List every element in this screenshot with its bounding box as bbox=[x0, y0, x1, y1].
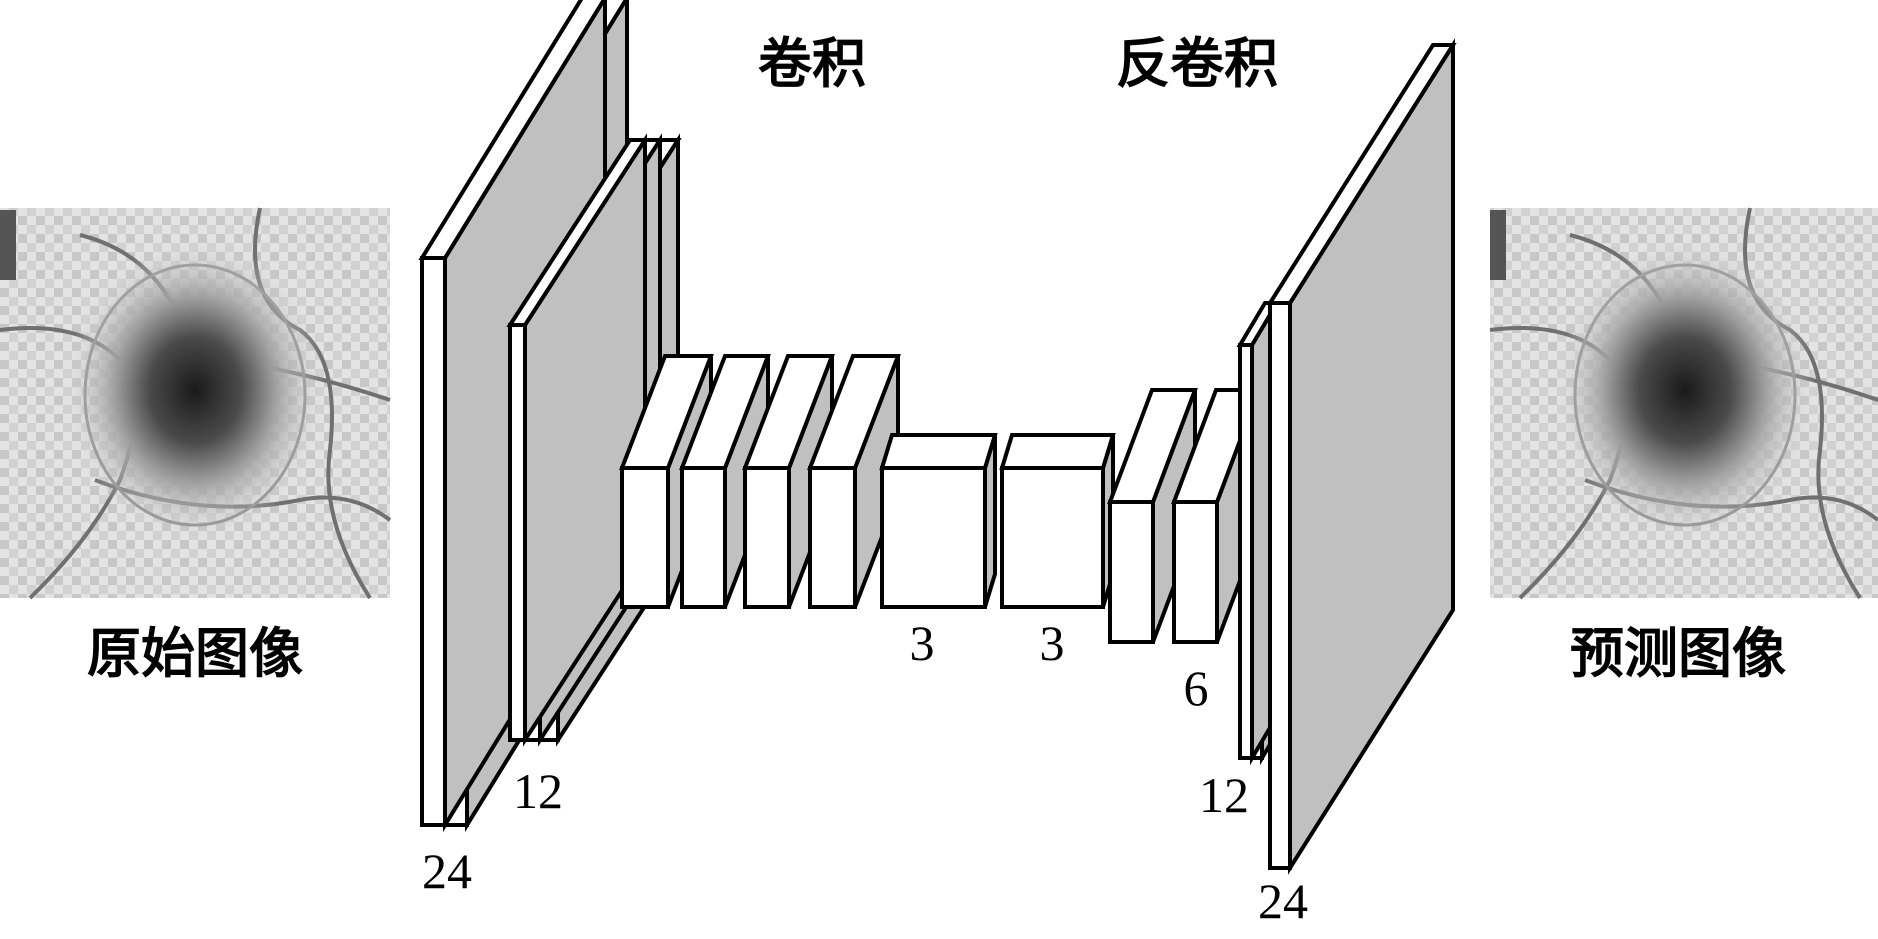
enc6-block-4-front bbox=[808, 466, 857, 609]
dec6-block-1-front bbox=[1108, 500, 1155, 644]
output-caption: 预测图像 bbox=[1570, 622, 1786, 685]
dim-label-mid-3a: 3 bbox=[910, 615, 935, 671]
dim-label-enc-24: 24 bbox=[422, 843, 472, 899]
layer-blocks bbox=[418, 0, 1457, 875]
enc24-slab-a-front bbox=[420, 256, 447, 827]
dim-label-dec-24: 24 bbox=[1258, 873, 1308, 929]
dim-label-mid-3b: 3 bbox=[1040, 615, 1065, 671]
enc6-block-2-front bbox=[680, 466, 727, 609]
mid3-block-2-top bbox=[999, 433, 1116, 470]
dec6-block-2-front bbox=[1172, 500, 1219, 644]
mid3-block-1-front bbox=[880, 466, 987, 609]
dim-label-enc-12: 12 bbox=[513, 763, 563, 819]
input-caption: 原始图像 bbox=[87, 622, 303, 685]
enc6-block-3-front bbox=[743, 466, 791, 609]
output-map-image bbox=[1489, 207, 1878, 600]
dim-label-dec-6: 6 bbox=[1184, 660, 1209, 716]
deconv-header: 反卷积 bbox=[1116, 32, 1278, 95]
input-map-image bbox=[0, 207, 392, 600]
dec12-slab-a-front bbox=[1238, 343, 1254, 760]
conv-header: 卷积 bbox=[758, 32, 866, 95]
enc12-slab-a-front bbox=[508, 323, 527, 742]
enc6-block-1-front bbox=[620, 466, 670, 609]
mid3-block-2-front bbox=[1000, 466, 1105, 609]
mid3-block-1-top bbox=[879, 433, 998, 470]
dim-label-dec-12: 12 bbox=[1199, 767, 1249, 823]
dec24-slab-front bbox=[1268, 301, 1292, 870]
